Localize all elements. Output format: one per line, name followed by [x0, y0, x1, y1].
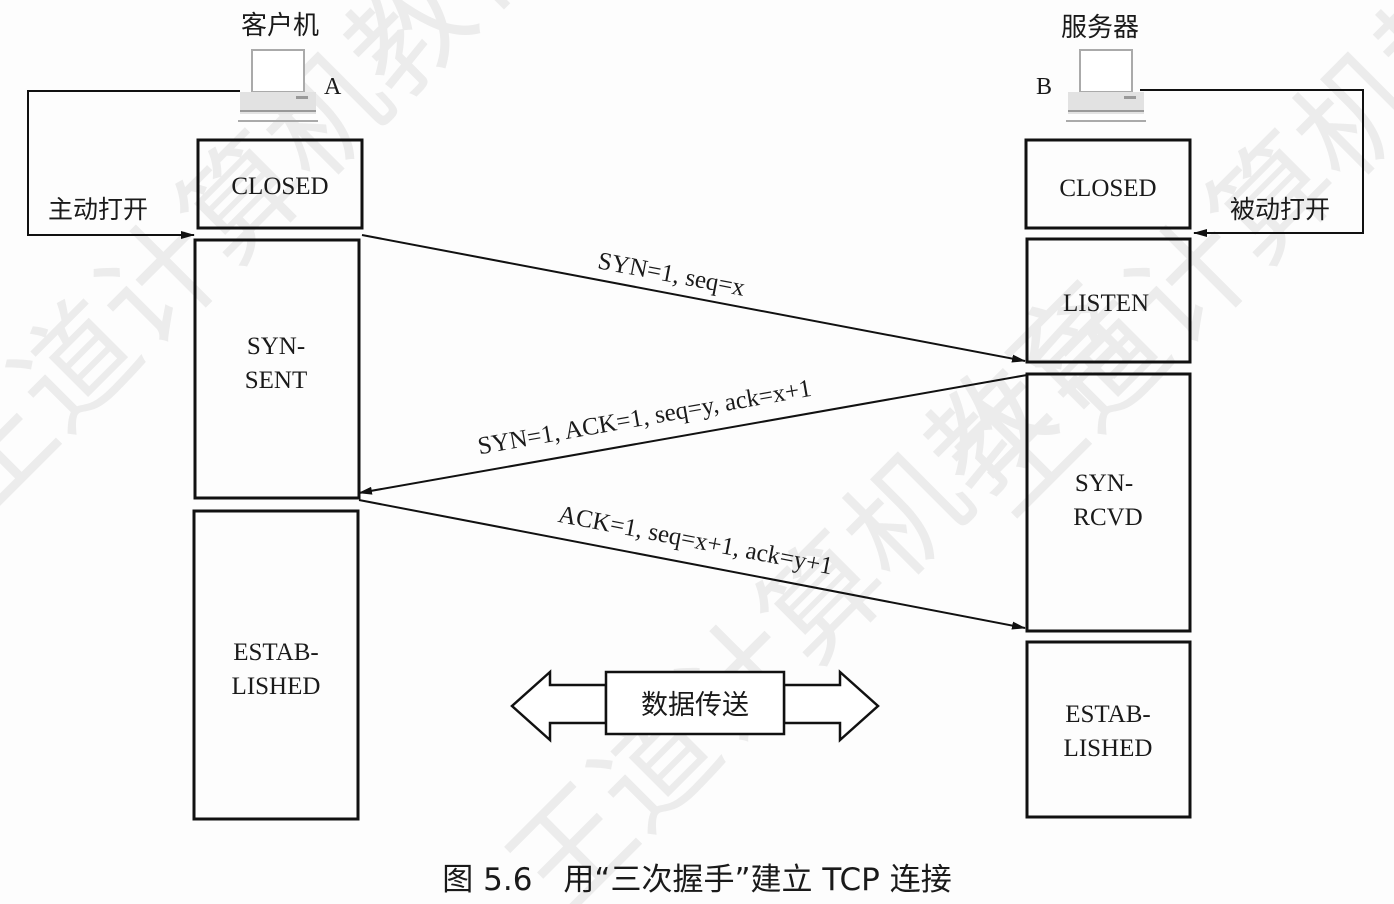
client-host-label: A — [324, 74, 342, 100]
active-open-connector: 主动打开 — [27, 90, 240, 239]
message-label: SYN=1, ACK=1, seq=y, ack=x+1 — [476, 375, 814, 460]
state-label: LISHED — [1064, 735, 1153, 762]
state-box-syn-rcvd — [1025, 372, 1192, 633]
client-title: 客户机 — [241, 11, 319, 41]
state-box-syn-sent — [193, 238, 361, 500]
data-transfer-box — [604, 670, 786, 736]
active-open-label: 主动打开 — [48, 195, 148, 224]
state-box-established — [192, 509, 360, 821]
right-block-arrow-icon — [782, 669, 880, 743]
state-label: RCVD — [1073, 504, 1142, 531]
data-transfer: 数据传送 — [510, 669, 880, 743]
server-title: 服务器 — [1061, 13, 1139, 43]
message-syn: SYN=1, seq=x — [361, 234, 1026, 363]
client-host: 客户机 A — [238, 11, 342, 122]
computer-icon — [238, 49, 318, 122]
message-arrow — [358, 499, 1026, 630]
state-label: SENT — [245, 367, 308, 394]
state-label: ESTAB- — [1065, 701, 1151, 728]
state-label: CLOSED — [1059, 175, 1156, 202]
state-box-closed — [1024, 138, 1192, 230]
state-label: SYN- — [1075, 470, 1133, 497]
state-box-listen — [1025, 237, 1192, 364]
client-states: CLOSED SYN- SENT ESTAB- LISHED — [192, 138, 364, 821]
state-label: CLOSED — [231, 173, 328, 200]
left-block-arrow-icon — [510, 669, 608, 743]
state-label: SYN- — [247, 333, 305, 360]
state-box-established — [1025, 640, 1192, 819]
data-transfer-label: 数据传送 — [641, 690, 749, 721]
state-label: LISHED — [232, 673, 321, 700]
computer-icon — [1066, 49, 1146, 122]
message-arrow — [361, 234, 1026, 363]
figure-caption: 图 5.6 用“三次握手”建立 TCP 连接 — [442, 862, 951, 898]
state-label: ESTAB- — [233, 639, 319, 666]
message-arrow — [358, 374, 1028, 495]
server-host: 服务器 B — [1036, 13, 1146, 122]
passive-open-connector: 被动打开 — [1140, 89, 1364, 237]
server-states: CLOSED LISTEN SYN- RCVD ESTAB- LISHED — [1024, 138, 1192, 819]
watermark-text: 王道计算机教育 — [932, 0, 1394, 540]
passive-open-label: 被动打开 — [1230, 195, 1330, 224]
server-host-label: B — [1036, 74, 1052, 100]
state-box-closed — [196, 138, 364, 230]
state-label: LISTEN — [1063, 290, 1149, 317]
